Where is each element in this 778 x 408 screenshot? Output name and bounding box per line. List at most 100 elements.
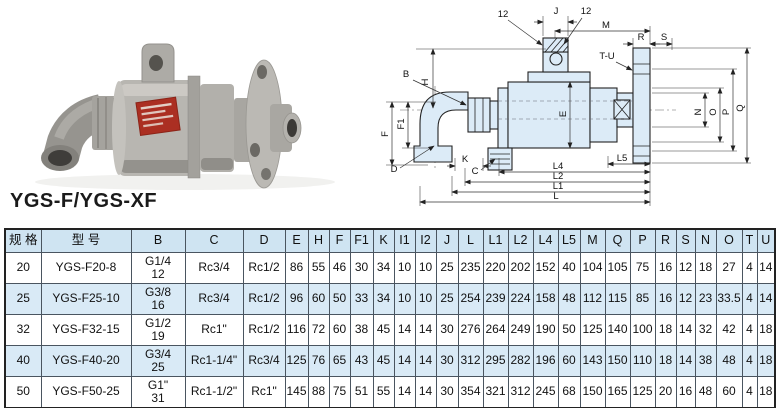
cell-r0-c18: 104	[579, 252, 606, 284]
product-photo-svg	[35, 43, 335, 190]
col-header-19: Q	[604, 228, 631, 253]
technical-diagram: H B 12 J 12 M	[376, 0, 778, 224]
flange-hub	[270, 104, 302, 152]
cell-r4-c9: 55	[372, 376, 395, 408]
cell-r3-c8: 43	[349, 345, 374, 377]
cell-r4-c4: Rc1"	[242, 376, 286, 408]
cell-r0-c24: 27	[715, 252, 743, 284]
cell-r1-c25: 4	[741, 283, 758, 315]
cell-r1-c15: 224	[507, 283, 534, 315]
col-header-26: U	[756, 228, 776, 253]
cell-r2-c7: 60	[328, 314, 351, 346]
cell-r2-c4: Rc1/2	[242, 314, 286, 346]
cell-r2-c1: YGS-F32-15	[40, 314, 132, 346]
seam-ring	[187, 75, 201, 179]
col-header-8: F1	[349, 228, 374, 253]
col-header-16: L4	[532, 228, 559, 253]
dimension-lines: H B 12 J 12 M	[380, 6, 751, 206]
cell-r0-c23: 18	[694, 252, 717, 284]
dim-label-j: J	[554, 6, 559, 17]
bearing-ball	[549, 52, 563, 66]
cell-r4-c14: 321	[482, 376, 509, 408]
cell-r0-c16: 152	[532, 252, 559, 284]
dim-label-m: M	[602, 20, 610, 31]
cell-r1-c12: 25	[435, 283, 459, 315]
col-header-15: L2	[507, 228, 534, 253]
cell-r2-c5: 116	[284, 314, 309, 346]
cell-r2-c13: 276	[457, 314, 484, 346]
cell-r3-c0: 40	[4, 345, 42, 377]
hatched-cap	[542, 37, 569, 53]
cell-r3-c17: 60	[557, 345, 581, 377]
cell-r3-c4: Rc3/4	[242, 345, 286, 377]
cell-r2-c25: 4	[741, 314, 758, 346]
cell-r4-c24: 60	[715, 376, 743, 408]
cell-r0-c3: Rc3/4	[184, 252, 244, 284]
nut-outline	[467, 97, 491, 133]
cell-r3-c5: 125	[284, 345, 309, 377]
dim-label-r: R	[638, 32, 645, 43]
cell-r3-c14: 295	[482, 345, 509, 377]
cell-r2-c2: G1/2 19	[130, 314, 186, 346]
col-header-11: I2	[414, 228, 437, 253]
cell-r0-c6: 55	[307, 252, 330, 284]
elbow-bore	[48, 150, 72, 166]
dim-label-l5: L5	[617, 153, 628, 164]
cell-r3-c2: G3/4 25	[130, 345, 186, 377]
cell-r3-c16: 196	[532, 345, 559, 377]
cell-r4-c12: 30	[435, 376, 459, 408]
dim-label-l4: L4	[553, 161, 564, 172]
housing-shoulder	[527, 71, 591, 83]
cell-r4-c19: 165	[604, 376, 631, 408]
cell-r4-c23: 48	[694, 376, 717, 408]
col-header-2: B	[130, 228, 186, 253]
cell-r3-c19: 150	[604, 345, 631, 377]
cell-r0-c22: 12	[675, 252, 696, 284]
cell-r3-c21: 18	[654, 345, 677, 377]
dim-label-q: Q	[735, 104, 746, 111]
cell-r0-c20: 75	[629, 252, 656, 284]
cell-r2-c18: 125	[579, 314, 606, 346]
cell-r4-c3: Rc1-1/2"	[184, 376, 244, 408]
cell-r1-c22: 12	[675, 283, 696, 315]
cell-r2-c24: 42	[715, 314, 743, 346]
hub-bore	[287, 119, 297, 137]
product-sticker	[135, 96, 181, 137]
cell-r0-c1: YGS-F20-8	[40, 252, 132, 284]
cell-r0-c4: Rc1/2	[242, 252, 286, 284]
cell-r4-c22: 16	[675, 376, 696, 408]
col-header-17: L5	[557, 228, 581, 253]
cell-r2-c22: 14	[675, 314, 696, 346]
cell-r0-c17: 40	[557, 252, 581, 284]
cell-r4-c6: 88	[307, 376, 330, 408]
grease-fitting	[487, 147, 513, 171]
col-header-12: J	[435, 228, 459, 253]
cell-r1-c20: 85	[629, 283, 656, 315]
col-header-18: M	[579, 228, 606, 253]
step-drum	[589, 87, 618, 143]
cell-r3-c10: 14	[393, 345, 416, 377]
cell-r1-c11: 10	[414, 283, 437, 315]
col-header-22: S	[675, 228, 696, 253]
cell-r1-c9: 34	[372, 283, 395, 315]
cell-r1-c7: 50	[328, 283, 351, 315]
cell-r3-c12: 30	[435, 345, 459, 377]
cell-r1-c6: 60	[307, 283, 330, 315]
cell-r1-c23: 23	[694, 283, 717, 315]
cell-r4-c16: 245	[532, 376, 559, 408]
cell-r4-c1: YGS-F50-25	[40, 376, 132, 408]
cell-r1-c26: 14	[756, 283, 776, 315]
lug-hole	[149, 55, 163, 71]
cell-r1-c18: 112	[579, 283, 606, 315]
washer-outline	[489, 100, 499, 130]
cell-r3-c24: 48	[715, 345, 743, 377]
cell-r4-c5: 145	[284, 376, 309, 408]
cell-r1-c0: 25	[4, 283, 42, 315]
photo-shadow	[35, 174, 335, 190]
dim-label-l1: L1	[553, 181, 564, 192]
dim-label-f: F	[380, 131, 391, 137]
cell-r4-c26: 18	[756, 376, 776, 408]
